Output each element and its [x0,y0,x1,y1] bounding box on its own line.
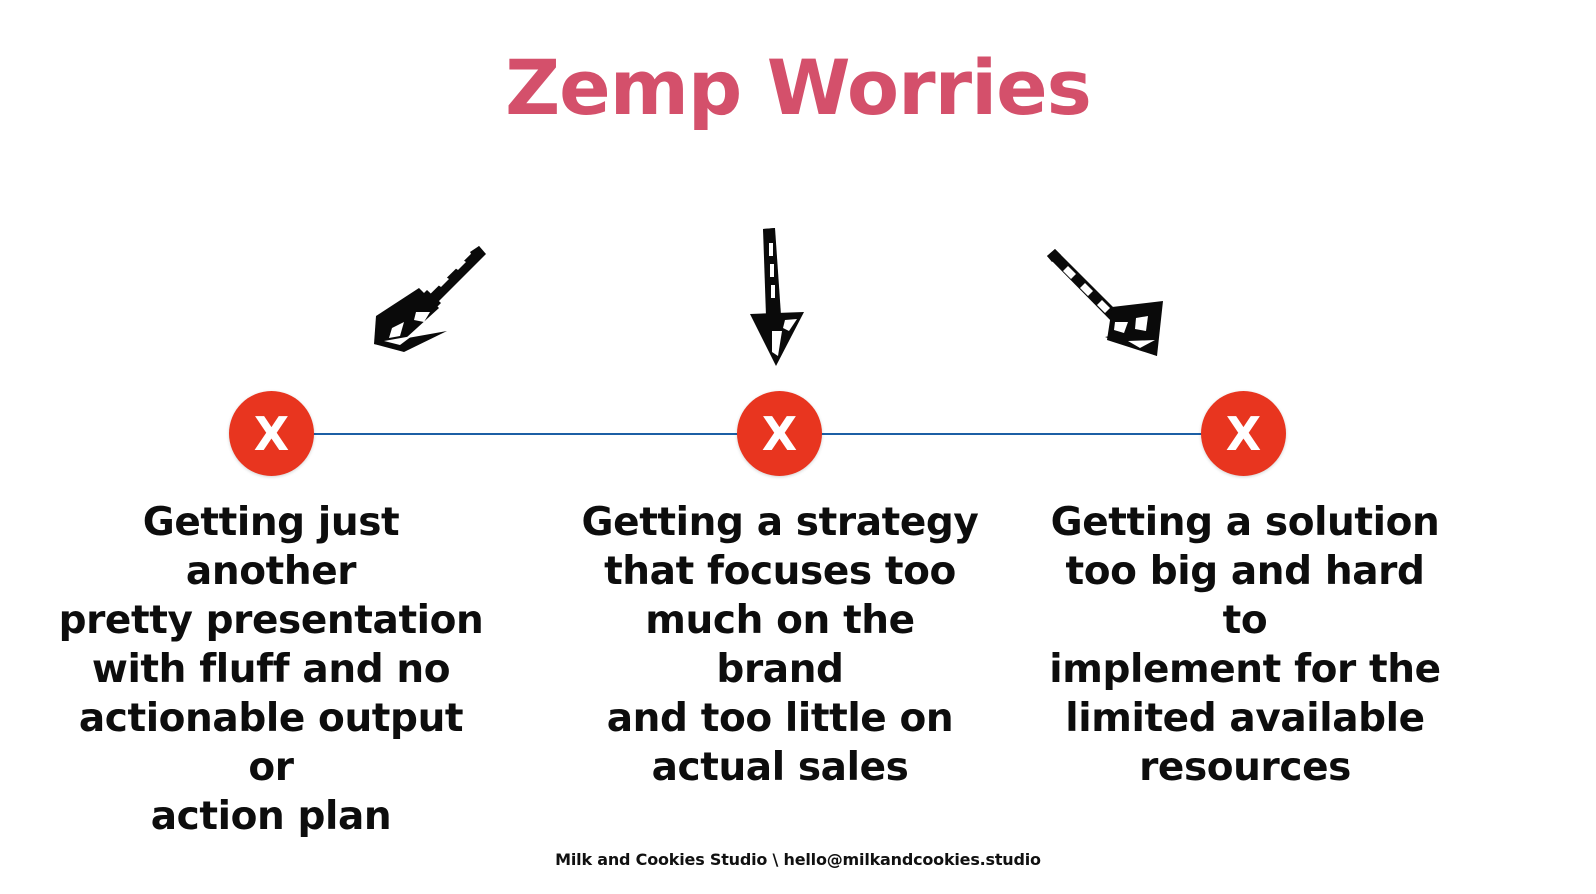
x-marker-1[interactable]: X [229,391,314,476]
worry-line: and too little on [606,696,954,741]
worry-line: with fluff and no [91,647,451,692]
worry-line: too big and hard to [1065,549,1425,643]
worry-line: Getting a strategy [581,500,979,545]
x-icon: X [1225,406,1262,461]
timeline-segment-2 [820,433,1203,435]
worry-line: limited available [1065,696,1425,741]
worry-line: resources [1139,745,1351,790]
worry-column-2: Getting a strategy that focuses too much… [580,498,980,792]
worry-column-1: Getting just another pretty presentation… [55,498,487,841]
worry-columns: Getting just another pretty presentation… [0,498,1596,839]
worry-line: much on the brand [645,598,915,692]
x-marker-2[interactable]: X [737,391,822,476]
page-title: Zemp Worries [505,43,1092,132]
footer-credit: Milk and Cookies Studio \ hello@milkandc… [555,850,1041,869]
worry-line: pretty presentation [58,598,484,643]
x-icon: X [253,406,290,461]
x-marker-3[interactable]: X [1201,391,1286,476]
worry-line: action plan [150,794,392,839]
worry-line: actual sales [651,745,909,790]
worry-line: implement for the [1049,647,1441,692]
worry-column-3: Getting a solution too big and hard to i… [1040,498,1450,792]
timeline-segment-1 [311,433,738,435]
worry-line: actionable output or [78,696,464,790]
worry-line: that focuses too [604,549,956,594]
worry-line: Getting just another [142,500,400,594]
x-icon: X [761,406,798,461]
worry-line: Getting a solution [1050,500,1440,545]
